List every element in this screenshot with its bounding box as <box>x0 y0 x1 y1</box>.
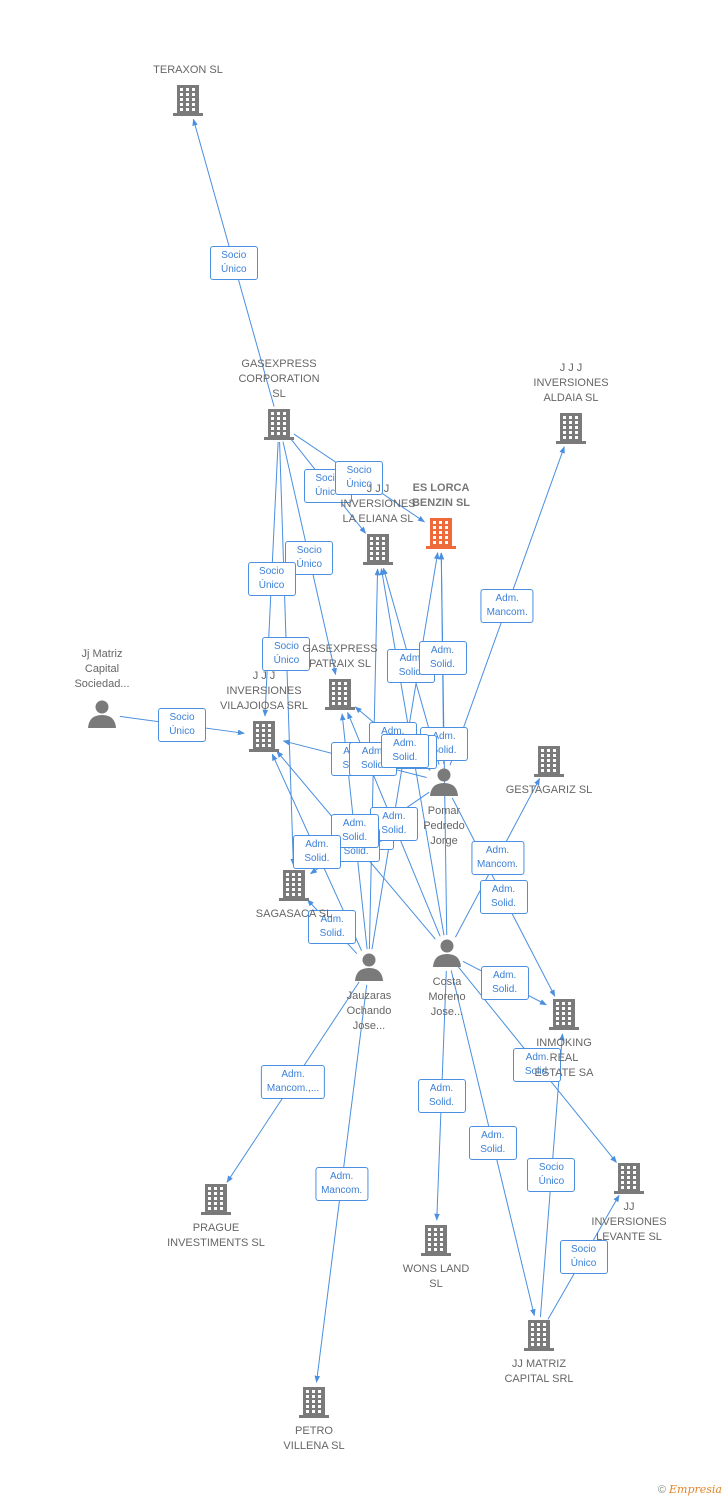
node-label-sagasaca[interactable]: SAGASACA SL <box>255 908 333 920</box>
node-label-jj-matriz-srl[interactable]: JJ MATRIZ CAPITAL SRL <box>504 1358 574 1385</box>
building-icon-jjj-aldaia[interactable] <box>556 413 586 444</box>
node-label-petro[interactable]: PETRO VILLENA SL <box>283 1425 345 1452</box>
edge-label-jauzaras-to-sagasaca[interactable]: Adm. Solid. <box>308 909 357 944</box>
node-label-gasexpress-corp[interactable]: GASEXPRESS CORPORATION SL <box>238 358 320 400</box>
edge-label-pomar-to-es-lorca[interactable]: Adm. Solid. <box>418 641 467 676</box>
building-icon-wons[interactable] <box>421 1225 451 1256</box>
node-label-costa[interactable]: Costa Moreno Jose... <box>428 976 466 1018</box>
node-label-jj-matriz-soc[interactable]: Jj Matriz Capital Sociedad... <box>74 648 130 690</box>
edge-label-costa-to-inmoking[interactable]: Adm. Solid. <box>480 966 529 1001</box>
node-label-gestagariz[interactable]: GESTAGARIZ SL <box>505 784 593 796</box>
edge-label-gasexpress-corp-to-jjj-vilajoiosa[interactable]: Socio Único <box>247 562 296 596</box>
building-icon-jj-matriz-srl[interactable] <box>524 1320 554 1351</box>
person-icon-costa[interactable] <box>433 939 461 968</box>
node-label-jjj-aldaia[interactable]: J J J INVERSIONES ALDAIA SL <box>533 362 609 404</box>
edge-label-jauzaras-to-es-lorca[interactable]: Adm. Solid. <box>380 733 429 768</box>
building-icon-prague[interactable] <box>201 1184 231 1215</box>
edge-label-gasexpress-corp-to-teraxon[interactable]: Socio Único <box>209 245 258 280</box>
node-label-pomar[interactable]: Pomar Pedredo Jorge <box>423 805 465 847</box>
person-icon-pomar[interactable] <box>430 768 458 797</box>
building-icon-jj-levante[interactable] <box>614 1163 644 1194</box>
edge-label-gasexpress-corp-to-es-lorca[interactable]: Socio Único <box>335 460 384 495</box>
building-icon-es-lorca[interactable] <box>426 518 456 549</box>
node-label-inmoking[interactable]: INMOKING REAL ESTATE SA <box>534 1037 594 1079</box>
edge-label-jj-matriz-srl-to-inmoking[interactable]: Socio Único <box>527 1158 576 1193</box>
node-label-es-lorca[interactable]: ES LORCA BENZIN SL <box>411 482 471 509</box>
node-label-prague[interactable]: PRAGUE INVESTIMENTS SL <box>167 1222 265 1249</box>
node-label-jj-levante[interactable]: JJ INVERSIONES LEVANTE SL <box>591 1201 667 1243</box>
person-icon-jauzaras[interactable] <box>355 953 383 982</box>
building-icon-teraxon[interactable] <box>173 85 203 116</box>
building-icon-gestagariz[interactable] <box>534 746 564 777</box>
copyright-symbol: © <box>657 1484 666 1496</box>
building-icon-petro[interactable] <box>299 1387 329 1418</box>
edge-label-costa-to-wons[interactable]: Adm. Solid. <box>417 1078 466 1113</box>
edge-label-jj-matriz-srl-to-jj-levante[interactable]: Socio Único <box>559 1240 608 1275</box>
node-label-jjj-eliana[interactable]: J J J INVERSIONES LA ELIANA SL <box>340 483 416 525</box>
edge-label-costa-to-gestagariz[interactable]: Adm. Mancom. <box>470 840 525 875</box>
node-label-gasexpress-patraix[interactable]: GASEXPRESS PATRAIX SL <box>302 643 378 670</box>
edge-label-pomar-to-inmoking[interactable]: Adm. Solid. <box>479 880 528 915</box>
node-label-jauzaras[interactable]: Jauzaras Ochando Jose... <box>346 990 392 1032</box>
brand-logo[interactable]: Empresia <box>669 1483 722 1496</box>
node-label-teraxon[interactable]: TERAXON SL <box>153 64 223 76</box>
edge-label-pomar-to-jjj-aldaia[interactable]: Adm. Mancom. <box>480 588 534 623</box>
person-icon-jj-matriz-soc[interactable] <box>88 700 116 729</box>
building-icon-inmoking[interactable] <box>549 999 579 1030</box>
node-label-jjj-vilajoiosa[interactable]: J J J INVERSIONES VILAJOIOSA SRL <box>219 670 309 712</box>
building-icon-sagasaca[interactable] <box>279 870 309 901</box>
building-icon-gasexpress-patraix[interactable] <box>325 679 355 710</box>
edge-label-costa-to-jj-levante[interactable]: Adm. Solid. <box>513 1047 562 1082</box>
building-icon-jjj-vilajoiosa[interactable] <box>249 721 279 752</box>
edge-label-costa-to-jj-matriz-srl[interactable]: Adm. Solid. <box>468 1126 517 1161</box>
node-label-wons[interactable]: WONS LAND SL <box>402 1263 470 1290</box>
edge-label-jj-matriz-soc-to-jjj-vilajoiosa[interactable]: Socio Único <box>158 707 206 742</box>
edge-label-jauzaras-to-petro[interactable]: Adm. Mancom. <box>315 1166 369 1201</box>
edge-label-gasexpress-corp-to-sagasaca[interactable]: Socio Único <box>262 636 311 671</box>
building-icon-gasexpress-corp[interactable] <box>264 409 294 440</box>
footer: © Empresia <box>658 1483 722 1496</box>
nodes-layer <box>88 85 644 1418</box>
edge-label-jauzaras-to-jjj-vilajoiosa[interactable]: Adm. Solid. <box>292 835 341 870</box>
edge-label-gasexpress-corp-to-gasexpress-patraix[interactable]: Socio Único <box>285 541 334 576</box>
edge-label-jauzaras-to-prague[interactable]: Adm. Mancom.,... <box>260 1065 326 1100</box>
building-icon-jjj-eliana[interactable] <box>363 534 393 565</box>
